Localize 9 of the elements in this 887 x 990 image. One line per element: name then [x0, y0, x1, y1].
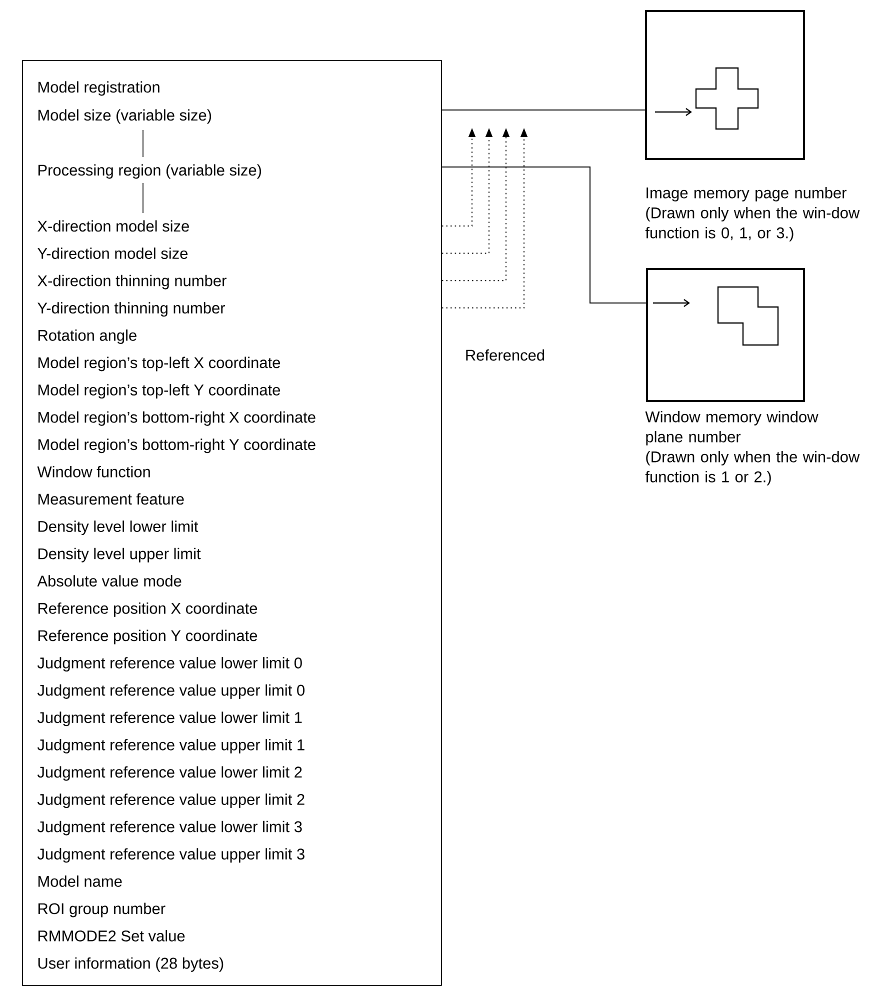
- picture-label: Image memory page number: [646, 186, 846, 202]
- memory-frame: [645, 10, 805, 160]
- connector-line: [441, 166, 646, 304]
- picture-label: Window memory window plane number: [645, 410, 818, 446]
- note-label: Referenced: [466, 349, 544, 361]
- memory-frame: [646, 268, 805, 402]
- picture-label: (Drawn only when the win-dow function is 0, 1, or 3.): [645, 206, 860, 242]
- picture-label: (Drawn only when the win-dow function is 1 or 2.): [645, 450, 860, 486]
- list-box: Model registration Model size (variable size) Processing region (variable size) X-direction model size Y-direction model size X-direction thinning number Y-direction thinning number Rotation angle Model region’s top-left X coordinate Model region’s top-left Y coordinate Model region’s bottom-right X coordinate Model region’s bottom-right Y coordinate Window function Measurement feature Density level lower limit Density level upper limit Absolute value mode Reference position X coordinate Reference position Y coordinate Judgment reference value lower limit 0 Judgment reference value upper limit 0 Judgment reference value lower limit 1 Judgment reference value upper limit 1 Judgment reference value lower limit 2 Judgment reference value upper limit 2 Judgment reference value lower limit 3 Judgment reference value upper limit 3 Model name ROI group number RMMODE2 Set value User information (28 bytes): [22, 60, 442, 986]
